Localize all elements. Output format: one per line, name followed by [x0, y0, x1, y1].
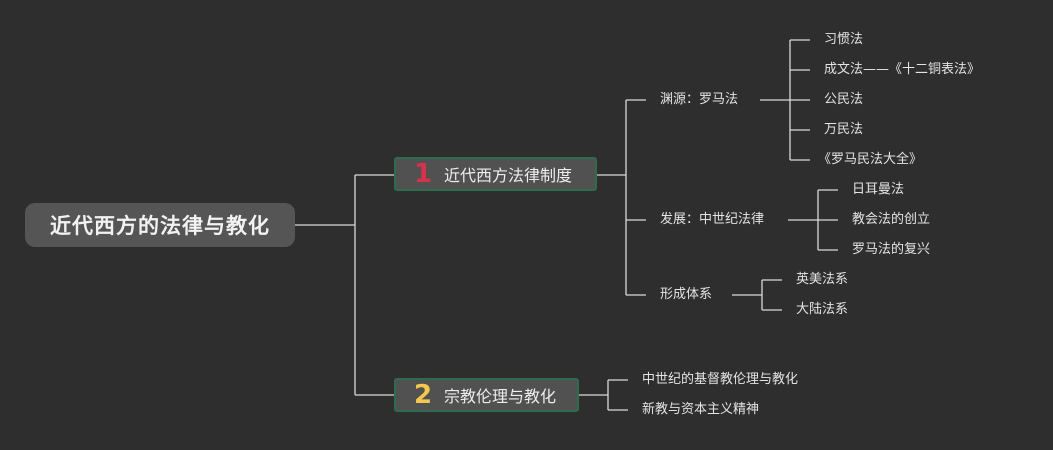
leaf-customary-law[interactable]: 习惯法 [824, 32, 864, 47]
branch-label-ethics: 宗教伦理与教化 [444, 387, 557, 406]
branch-node-law[interactable]: 1 近代西方法律制度 [394, 157, 597, 191]
leaf-roman-law-revival[interactable]: 罗马法的复兴 [852, 242, 931, 257]
root-node[interactable]: 近代西方的法律与教化 [25, 203, 295, 247]
root-label: 近代西方的法律与教化 [50, 214, 270, 238]
leaf-protestant-ethic[interactable]: 新教与资本主义精神 [642, 402, 760, 417]
leaf-civil-law-system[interactable]: 大陆法系 [796, 302, 849, 317]
subtopic-roman-law[interactable]: 渊源：罗马法 [660, 92, 739, 107]
branch-number-1: 1 [413, 159, 433, 189]
leaf-canon-law[interactable]: 教会法的创立 [852, 212, 931, 227]
subtopic-legal-systems[interactable]: 形成体系 [660, 287, 713, 302]
leaf-written-law[interactable]: 成文法——《十二铜表法》 [824, 62, 981, 77]
leaf-germanic-law[interactable]: 日耳曼法 [852, 182, 905, 197]
branch-number-2: 2 [413, 380, 433, 410]
subtopic-medieval-law[interactable]: 发展：中世纪法律 [660, 212, 765, 227]
leaf-law-of-nations[interactable]: 万民法 [824, 122, 864, 137]
leaf-common-law[interactable]: 英美法系 [796, 272, 849, 287]
leaf-medieval-christian-ethics[interactable]: 中世纪的基督教伦理与教化 [642, 372, 799, 387]
leaf-civil-law[interactable]: 公民法 [824, 92, 864, 107]
branch-node-ethics[interactable]: 2 宗教伦理与教化 [394, 378, 579, 412]
branch-label-law: 近代西方法律制度 [444, 166, 573, 185]
leaf-corpus-juris[interactable]: 《罗马民法大全》 [818, 152, 923, 167]
